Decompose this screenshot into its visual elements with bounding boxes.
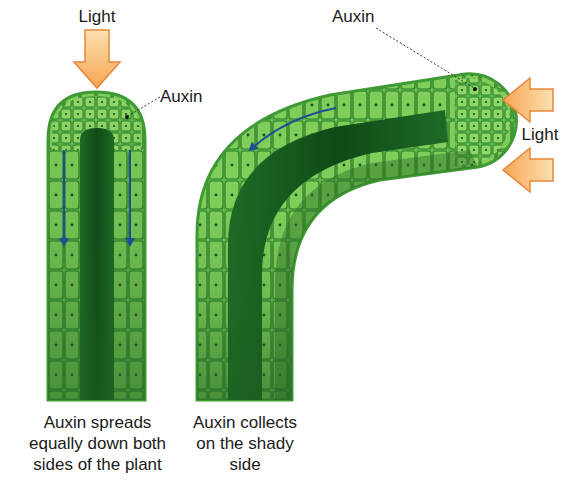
auxin-dot xyxy=(125,115,129,119)
shoot-shading xyxy=(48,92,145,400)
auxin-flow-arrow xyxy=(63,150,65,245)
shoot-shading xyxy=(197,200,292,400)
auxin-label: Auxin xyxy=(160,86,220,107)
straight-shoot xyxy=(48,92,145,400)
shady-side-cells xyxy=(275,150,478,400)
leader-line xyxy=(376,28,474,88)
auxin-label: Auxin xyxy=(332,6,392,27)
light-label: Light xyxy=(57,6,137,27)
auxin-flow-arrow xyxy=(250,108,336,150)
bent-shoot xyxy=(197,74,516,400)
light-arrow xyxy=(74,30,120,88)
auxin-flow-arrow xyxy=(129,150,131,245)
caption-text: Auxin spreads equally down both sides of… xyxy=(20,412,175,475)
light-arrow xyxy=(503,78,553,122)
light-label: Light xyxy=(510,124,570,145)
caption-text: Auxin collects on the shady side xyxy=(186,412,304,475)
light-arrow xyxy=(503,148,553,192)
leader-line xyxy=(128,97,160,116)
auxin-dot xyxy=(473,87,477,91)
